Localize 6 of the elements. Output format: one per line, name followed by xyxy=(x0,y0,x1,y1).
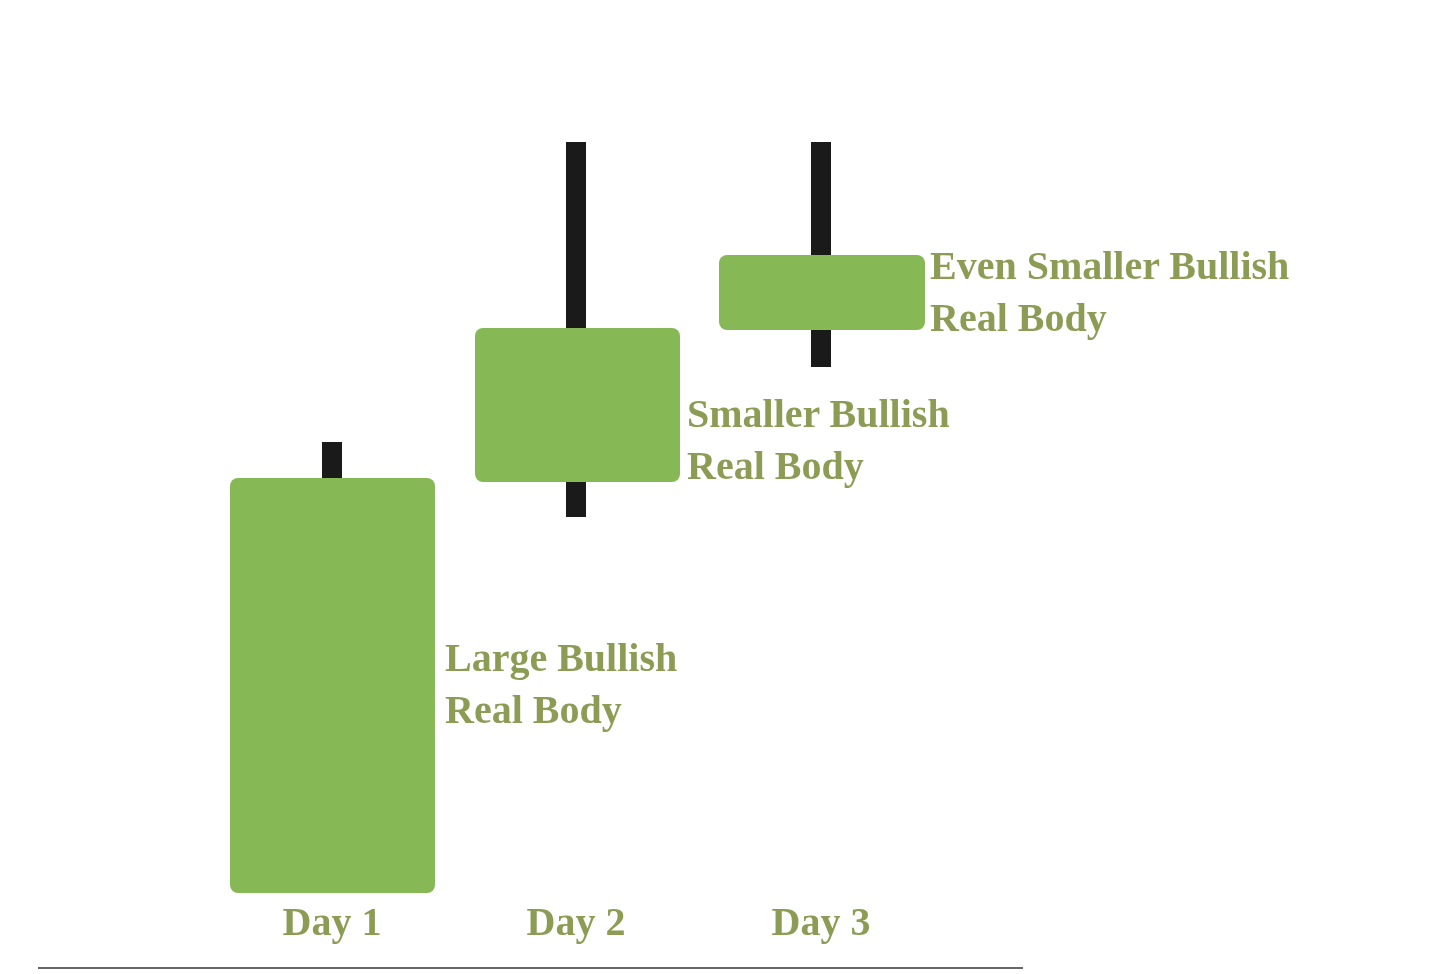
candle-label: Large Bullish Real Body xyxy=(445,634,679,734)
day-label: Day 3 xyxy=(770,898,872,946)
candle-label: Smaller Bullish Real Body xyxy=(687,390,951,490)
candle-label: Even Smaller Bullish Real Body xyxy=(930,242,1291,342)
day-label: Day 1 xyxy=(281,898,383,946)
day-label: Day 2 xyxy=(525,898,627,946)
